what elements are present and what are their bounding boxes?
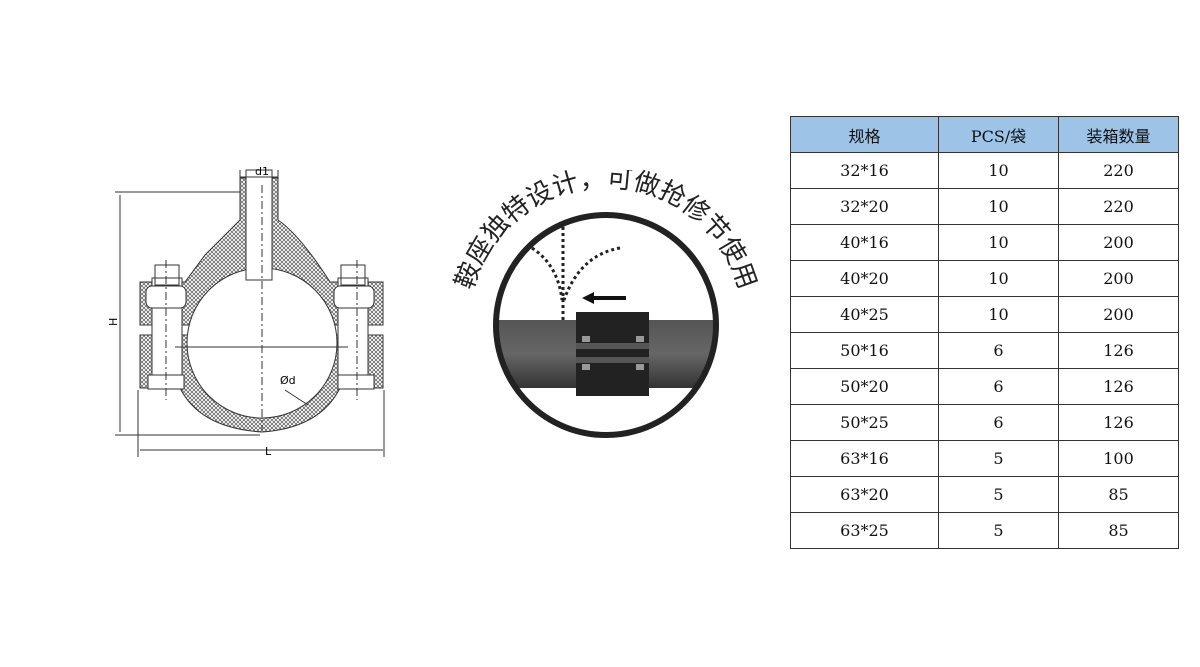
- cell-box-qty: 200: [1058, 224, 1179, 261]
- header-pcs: PCS/袋: [938, 116, 1059, 153]
- cell-spec: 50*16: [790, 332, 939, 369]
- cell-pcs: 5: [938, 440, 1059, 477]
- cell-box-qty: 100: [1058, 440, 1179, 477]
- cell-box-qty: 85: [1058, 476, 1179, 513]
- dim-d1: d1: [255, 165, 269, 178]
- cell-spec: 50*20: [790, 368, 939, 405]
- cell-spec: 32*20: [790, 188, 939, 225]
- cell-pcs: 10: [938, 260, 1059, 297]
- cell-pcs: 10: [938, 224, 1059, 261]
- cell-spec: 63*20: [790, 476, 939, 513]
- cell-spec: 40*20: [790, 260, 939, 297]
- cell-box-qty: 126: [1058, 368, 1179, 405]
- cell-spec: 50*25: [790, 404, 939, 441]
- cell-box-qty: 85: [1058, 512, 1179, 549]
- header-box-qty: 装箱数量: [1058, 116, 1179, 153]
- cell-spec: 63*16: [790, 440, 939, 477]
- header-spec: 规格: [790, 116, 939, 153]
- cell-box-qty: 126: [1058, 332, 1179, 369]
- caption-arc: 鞍座独特设计，可做抢修节使用: [450, 170, 760, 293]
- cell-box-qty: 200: [1058, 296, 1179, 333]
- dim-H: H: [107, 318, 120, 326]
- cell-pcs: 10: [938, 296, 1059, 333]
- repair-illustration: 鞍座独特设计，可做抢修节使用: [450, 170, 760, 438]
- technical-drawing: d1 H L Ød: [107, 165, 385, 458]
- cell-box-qty: 200: [1058, 260, 1179, 297]
- cell-pcs: 6: [938, 332, 1059, 369]
- dim-L: L: [265, 445, 272, 458]
- repair-clamp: [576, 312, 649, 396]
- cell-spec: 63*25: [790, 512, 939, 549]
- cell-box-qty: 126: [1058, 404, 1179, 441]
- cell-pcs: 10: [938, 188, 1059, 225]
- cell-spec: 40*25: [790, 296, 939, 333]
- cell-box-qty: 220: [1058, 152, 1179, 189]
- cell-spec: 32*16: [790, 152, 939, 189]
- cell-spec: 40*16: [790, 224, 939, 261]
- cell-pcs: 5: [938, 512, 1059, 549]
- cell-pcs: 6: [938, 368, 1059, 405]
- cell-pcs: 5: [938, 476, 1059, 513]
- cell-box-qty: 220: [1058, 188, 1179, 225]
- dim-od: Ød: [280, 374, 296, 387]
- cell-pcs: 6: [938, 404, 1059, 441]
- cell-pcs: 10: [938, 152, 1059, 189]
